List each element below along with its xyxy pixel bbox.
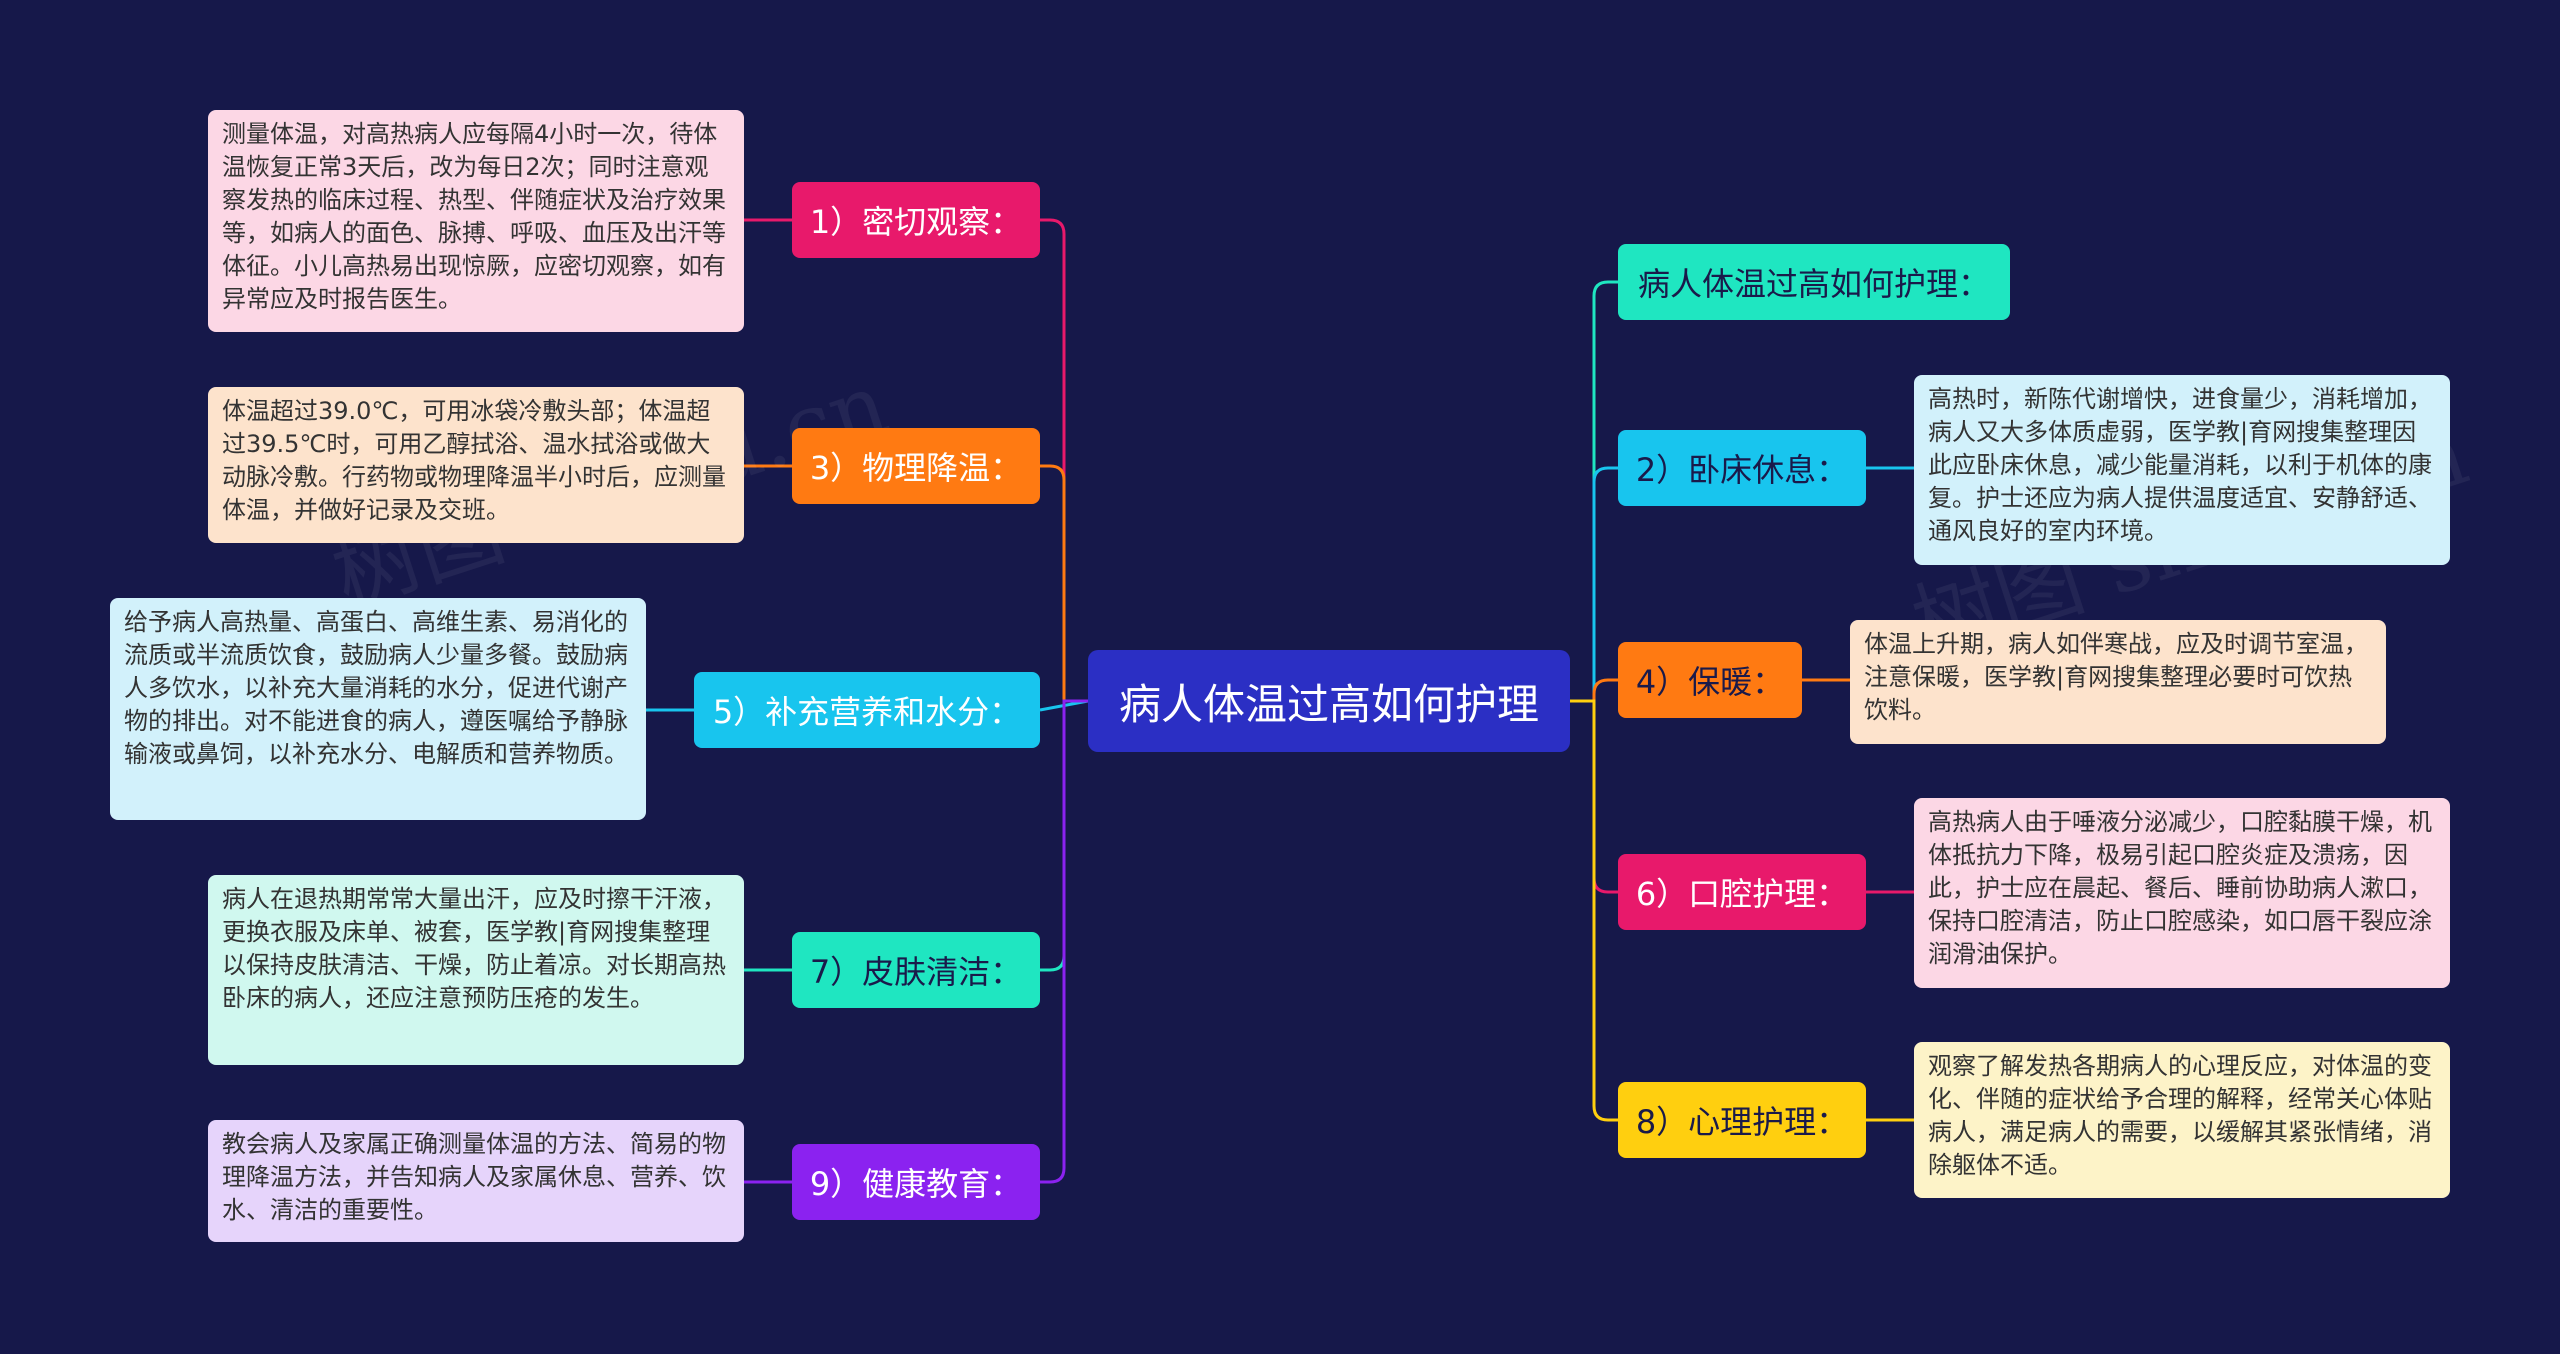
branch-psych-care[interactable]: 8）心理护理： — [1618, 1082, 1866, 1158]
connector-bt — [1570, 280, 1618, 703]
branch-oral-care[interactable]: 6）口腔护理： — [1618, 854, 1866, 930]
leaf-skin-cleaning-text: 病人在退热期常常大量出汗，应及时擦干汗液，更换衣服及床单、被套，医学教|育网搜集… — [208, 875, 744, 1065]
branch-health-education[interactable]: 9）健康教育： — [792, 1144, 1040, 1220]
connector-b4 — [1570, 678, 1618, 703]
leaf-observation-text: 测量体温，对高热病人应每隔4小时一次，待体温恢复正常3天后，改为每日2次；同时注… — [208, 110, 744, 332]
leaf-keep-warm-text: 体温上升期，病人如伴寒战，应及时调节室温，注意保暖，医学教|育网搜集整理必要时可… — [1850, 620, 2386, 744]
leaf-bed-rest-text: 高热时，新陈代谢增快，进食量少，消耗增加，病人又大多体质虚弱，医学教|育网搜集整… — [1914, 375, 2450, 565]
connector-b1 — [1040, 218, 1088, 703]
connector-b3 — [1040, 464, 1088, 703]
branch-observation[interactable]: 1）密切观察： — [792, 182, 1040, 258]
central-topic[interactable]: 病人体温过高如何护理 — [1088, 650, 1570, 752]
connector-b2 — [1570, 466, 1618, 703]
leaf-physical-cooling-text: 体温超过39.0℃，可用冰袋冷敷头部；体温超过39.5℃时，可用乙醇拭浴、温水拭… — [208, 387, 744, 543]
leaf-nutrition-water-text: 给予病人高热量、高蛋白、高维生素、易消化的流质或半流质饮食，鼓励病人少量多餐。鼓… — [110, 598, 646, 820]
branch-skin-cleaning[interactable]: 7）皮肤清洁： — [792, 932, 1040, 1008]
branch-bed-rest[interactable]: 2）卧床休息： — [1618, 430, 1866, 506]
branch-title-node[interactable]: 病人体温过高如何护理： — [1618, 244, 2010, 320]
branch-physical-cooling[interactable]: 3）物理降温： — [792, 428, 1040, 504]
leaf-psych-care-text: 观察了解发热各期病人的心理反应，对体温的变化、伴随的症状给予合理的解释，经常关心… — [1914, 1042, 2450, 1198]
branch-nutrition-water[interactable]: 5）补充营养和水分： — [694, 672, 1040, 748]
connector-b9 — [1040, 699, 1088, 1184]
leaf-oral-care-text: 高热病人由于唾液分泌减少，口腔黏膜干燥，机体抵抗力下降，极易引起口腔炎症及溃疡，… — [1914, 798, 2450, 988]
connector-b8 — [1570, 699, 1618, 1122]
branch-keep-warm[interactable]: 4）保暖： — [1618, 642, 1802, 718]
leaf-health-education-text: 教会病人及家属正确测量体温的方法、简易的物理降温方法，并告知病人及家属休息、营养… — [208, 1120, 744, 1242]
